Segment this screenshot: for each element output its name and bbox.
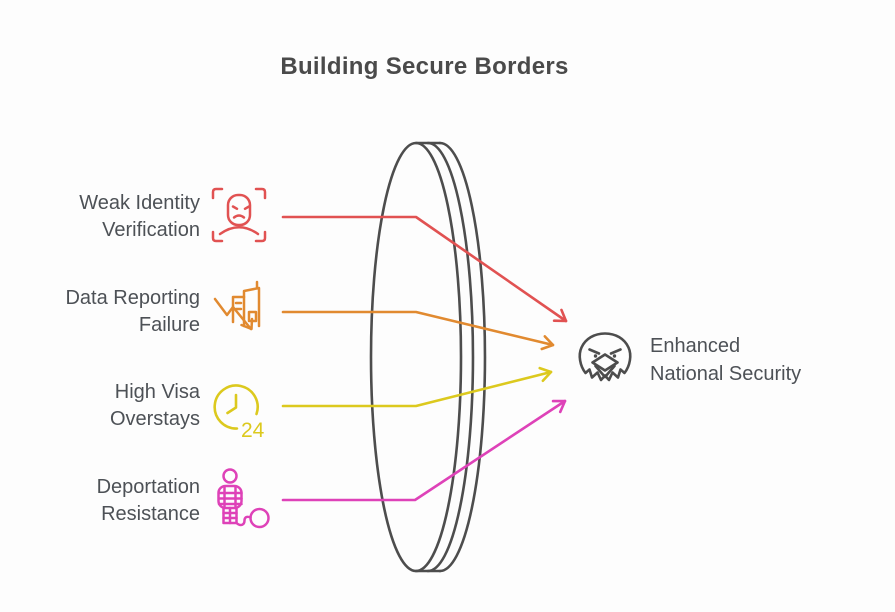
cause-item-weak-identity: Weak Identity Verification	[30, 182, 330, 252]
clock-24-badge: 24	[241, 419, 265, 440]
cause-label: Data Reporting Failure	[65, 287, 200, 336]
prisoner-ball-chain-icon	[217, 468, 270, 529]
arrow-deportation	[281, 399, 567, 502]
cause-item-data-reporting: Data Reporting Failure	[30, 277, 330, 347]
face-scan-icon	[211, 187, 267, 243]
cause-label: High Visa Overstays	[109, 381, 200, 430]
cause-item-deportation: Deportation Resistance	[30, 466, 330, 536]
arrow-visa-overstays	[281, 366, 553, 408]
outcome-item: Enhanced National Security	[572, 326, 872, 396]
cause-label: Weak Identity Verification	[79, 192, 200, 241]
arrow-data-reporting	[281, 310, 555, 351]
arrow-weak-identity	[281, 215, 568, 323]
building-decline-icon	[213, 280, 261, 331]
clock-24-icon: 24	[213, 384, 265, 440]
cause-label: Deportation Resistance	[96, 476, 200, 525]
cause-item-visa-overstays: High Visa Overstays 24	[30, 371, 330, 441]
outcome-label: Enhanced National Security	[650, 335, 802, 385]
lens-shape	[369, 141, 487, 573]
diagram-title: Building Secure Borders	[280, 53, 569, 80]
eagle-icon	[578, 332, 632, 382]
